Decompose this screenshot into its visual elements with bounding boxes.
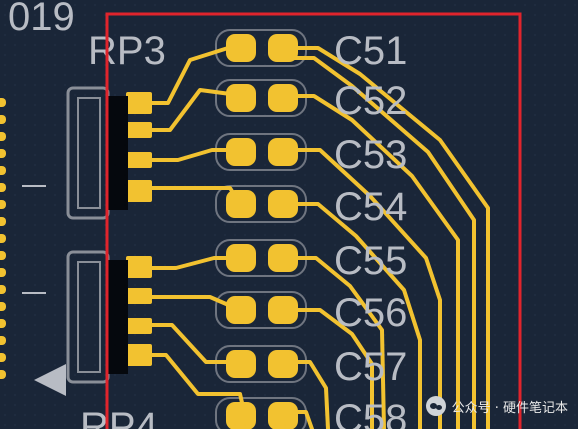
capacitor-pads	[226, 34, 298, 429]
silk-label-c51: C51	[334, 29, 407, 73]
silk-label-c55: C55	[334, 239, 407, 283]
signal-traces	[138, 46, 490, 429]
rp3-body	[106, 96, 128, 210]
rp3-pads	[126, 92, 152, 202]
edge-connector-pads	[0, 98, 6, 379]
silk-label-c54: C54	[334, 185, 407, 229]
silk-label-c58: C58	[334, 397, 407, 429]
silk-label-rp3: RP3	[88, 29, 166, 73]
silk-label-c56: C56	[334, 291, 407, 335]
silk-label-c53: C53	[334, 133, 407, 177]
silk-marks-left	[22, 185, 46, 294]
silk-label-c52: C52	[334, 79, 407, 123]
watermark-text: 公众号 · 硬件笔记本	[451, 400, 568, 416]
silk-label-partial: 019	[8, 0, 75, 39]
wechat-icon	[425, 396, 446, 416]
silk-label-c57: C57	[334, 345, 407, 389]
rp4-pads	[126, 256, 152, 366]
silk-label-rp4: RP4	[80, 405, 158, 429]
keepout-outline	[105, 12, 522, 429]
watermark: 公众号 · 硬件笔记本	[425, 393, 568, 419]
rp4-body	[106, 260, 128, 374]
pin1-arrow-icon	[34, 364, 66, 396]
